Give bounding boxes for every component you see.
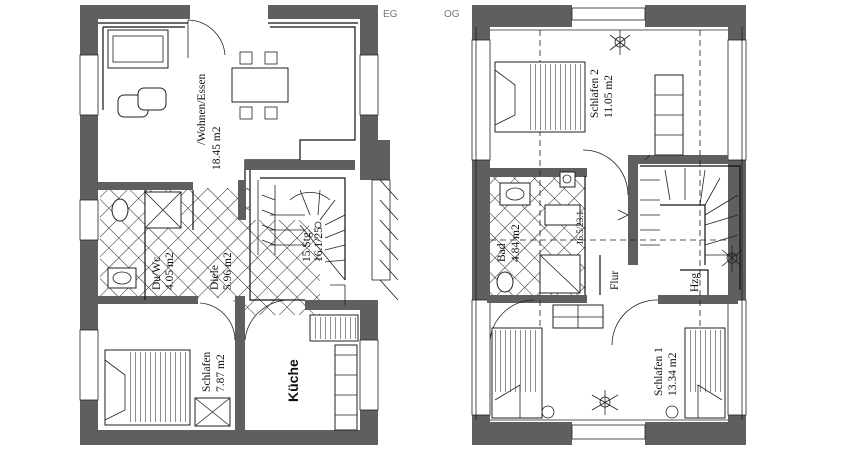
eg-staircase xyxy=(257,177,399,305)
eg-bathroom-fixtures xyxy=(107,191,182,289)
og-interior-walls xyxy=(487,155,738,304)
eg-diele-area: 5.96 m2 xyxy=(222,252,234,290)
ground-floor-plan: EG xyxy=(79,5,399,445)
eg-living-furniture xyxy=(107,19,289,120)
og-hzg-name: Hzg xyxy=(689,273,701,292)
og-bedroom1-furniture xyxy=(491,327,726,419)
eg-bedroom-furniture xyxy=(104,302,236,427)
og-schlafen2-area: 11.05 m2 xyxy=(603,75,615,118)
eg-kitchen-units xyxy=(244,299,359,431)
og-heating-room xyxy=(680,269,709,295)
eg-schlafen-area: 7.87 m2 xyxy=(215,354,227,392)
og-stair-ratio: 16.5/23.1 xyxy=(575,211,585,245)
eg-exterior-walls xyxy=(79,5,391,445)
floor-tag-og: OG xyxy=(444,9,460,20)
eg-dusche-area: 4.05 m2 xyxy=(164,252,176,290)
og-bedroom2-furniture xyxy=(494,30,684,196)
og-plant-icon xyxy=(609,30,631,55)
og-plant-icon-2 xyxy=(721,245,743,272)
og-hallway-cabinet xyxy=(489,299,659,346)
eg-wohnen-name: /Wohnen/Essen xyxy=(196,73,208,145)
og-schlafen1-name: Schlafen 1 xyxy=(653,347,665,396)
og-bathroom-fixtures xyxy=(496,171,581,294)
upper-floor-plan: OG xyxy=(444,5,747,445)
og-bad-name: Bad xyxy=(496,243,508,262)
eg-dusche-name: Du/Wc xyxy=(151,257,163,290)
eg-diele-name: Diele xyxy=(209,265,221,290)
og-plant-icon-3 xyxy=(591,390,619,415)
eg-stair-steps: 15 Stg. xyxy=(301,229,313,262)
og-staircase xyxy=(617,154,743,290)
eg-stair-ratio: 16.1/25 xyxy=(313,227,325,262)
og-flur-name: Flur xyxy=(609,271,621,290)
eg-wohnen-area: 18.45 m2 xyxy=(211,126,223,170)
og-bad-area: 4.84 m2 xyxy=(510,224,522,262)
og-schlafen1-area: 13.34 m2 xyxy=(667,352,679,396)
eg-kueche-name: Küche xyxy=(285,359,301,402)
eg-diele-tiles xyxy=(195,220,320,315)
og-exterior-walls xyxy=(471,5,747,445)
eg-schlafen-name: Schlafen xyxy=(201,352,213,392)
eg-interior-walls xyxy=(98,22,360,436)
og-schlafen2-name: Schlafen 2 xyxy=(589,69,601,118)
floor-tag-eg: EG xyxy=(383,9,398,20)
